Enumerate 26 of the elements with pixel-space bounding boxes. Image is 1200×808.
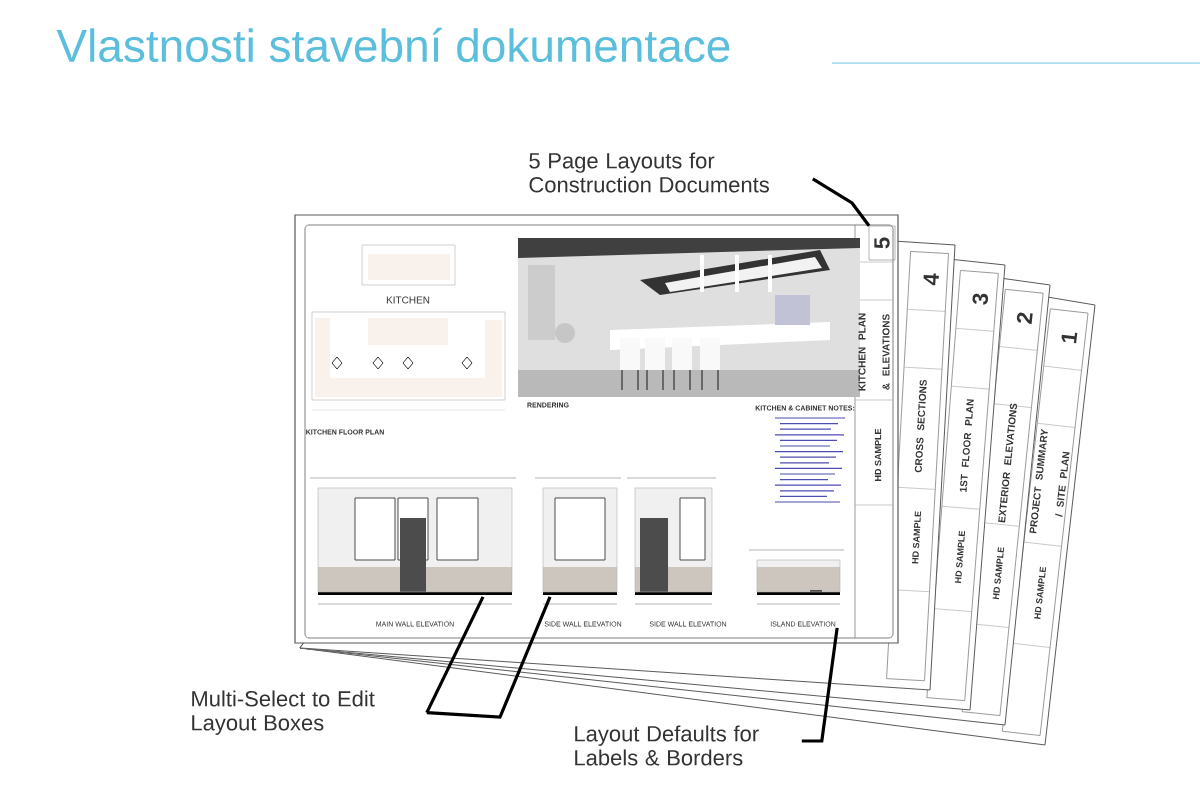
sheet-text: KITCHEN (386, 296, 430, 304)
leader-line (425, 596, 485, 714)
sheet-text: 1ST FLOOR PLAN (959, 399, 974, 492)
sheet-text: CROSS SECTIONS (914, 379, 927, 473)
sheet-text: HD SAMPLE (992, 547, 1005, 600)
sheet-text: PROJECT SUMMARY / SITE PLAN (1029, 428, 1070, 534)
sheet-text: HD SAMPLE (874, 428, 882, 481)
sheet-text: EXTERIOR ELEVATIONS (998, 403, 1017, 523)
elevation-drawing (534, 477, 622, 605)
sheet-number: 5 (868, 225, 896, 261)
callout-text: Layout Defaults for Labels & Borders (575, 725, 759, 766)
title: Vlastnosti stavební dokumentace (56, 27, 730, 63)
sheet-text: 3 (972, 293, 989, 305)
sheet-text: KITCHEN PLAN & ELEVATIONS (858, 313, 890, 391)
elevation-drawing (309, 477, 517, 605)
sheet-text: 2 (1016, 312, 1033, 325)
sheet-text: 4 (923, 273, 939, 286)
callout-text: Multi-Select to Edit Layout Boxes (192, 690, 375, 735)
sheet-text: HD SAMPLE (912, 511, 922, 564)
callout-text: 5 Page Layouts for Construction Documents (529, 152, 769, 193)
leader-line (801, 627, 839, 743)
sheet-text: HD SAMPLE (1034, 566, 1047, 619)
sheet-text: HD SAMPLE (954, 530, 966, 584)
sheet-text: 1 (1061, 332, 1078, 344)
leader-line (426, 596, 552, 719)
leader-line (811, 177, 871, 227)
